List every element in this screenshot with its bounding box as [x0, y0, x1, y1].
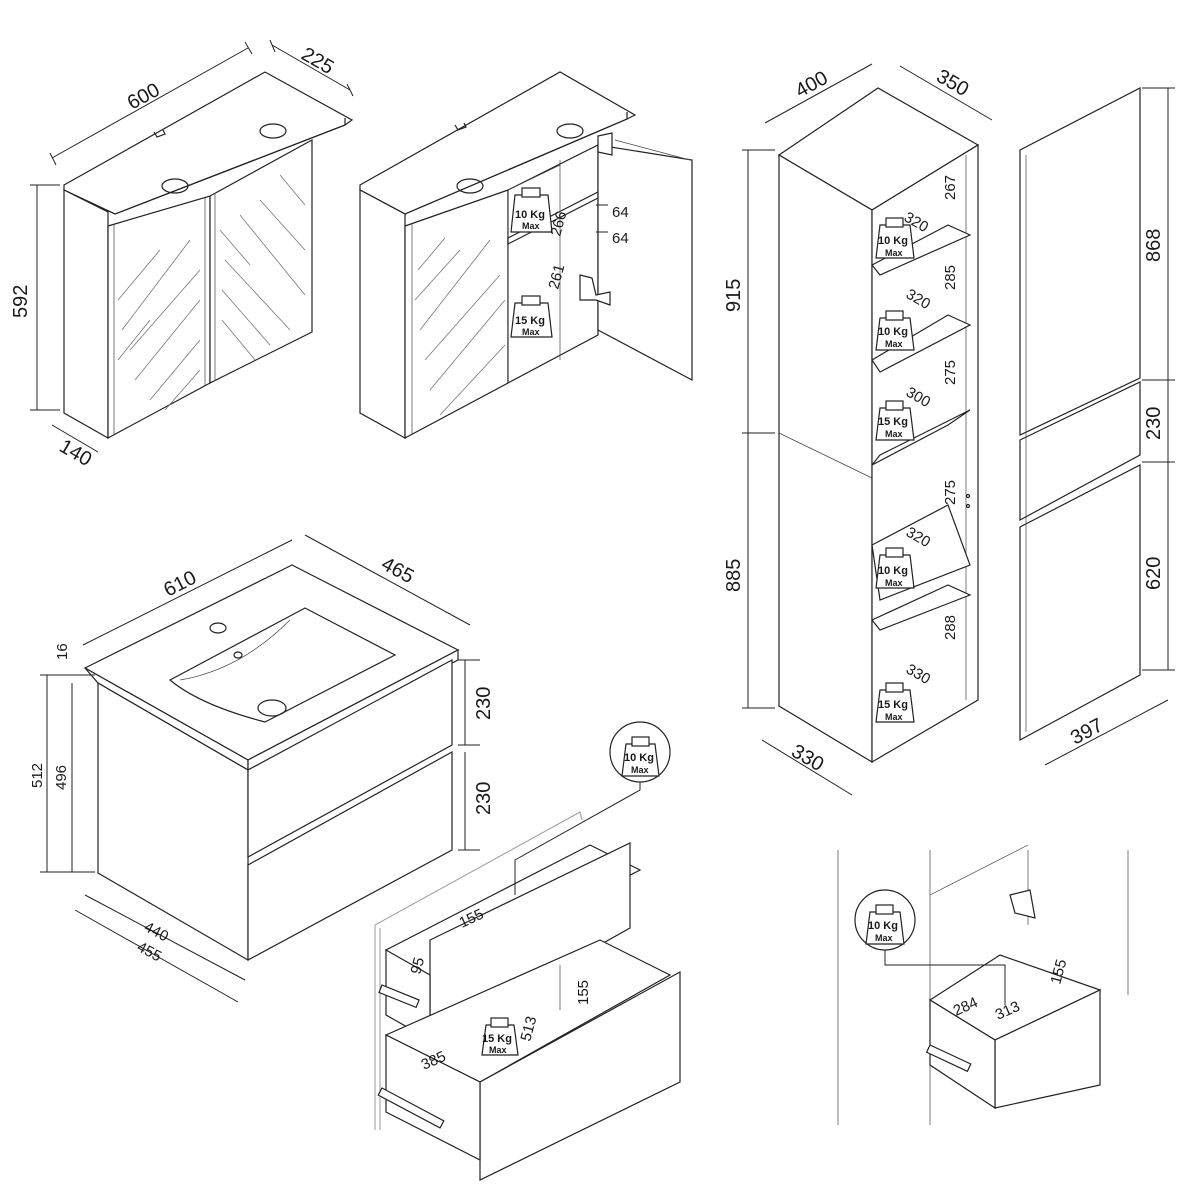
vanity-body-height-label: 496: [53, 765, 70, 790]
weight-badge-drawer-lower: 15 Kg Max: [481, 1017, 519, 1056]
open-shelf-bottom-height: 261: [545, 262, 568, 291]
tall-drawer-detail: 10 Kg Max 284 313 155: [837, 844, 1129, 1125]
tall-upper-height-label: 915: [723, 279, 745, 312]
svg-text:Max: Max: [885, 248, 903, 258]
drawer-lower-height-label: 155: [575, 980, 592, 1005]
svg-text:Max: Max: [885, 429, 903, 439]
weight-badge-drawer-callout: 10 Kg Max: [514, 721, 671, 895]
svg-text:Max: Max: [522, 221, 540, 231]
open-shelf-top-height: 266: [547, 209, 570, 238]
vanity-drawer-bottom-label: 230: [473, 782, 495, 815]
tall-cabinet-front: 868 230 620 397: [1019, 87, 1175, 766]
mirror-width-label: 600: [124, 79, 164, 114]
vanity-top-thickness-label: 16: [54, 643, 71, 660]
front-bottom-door-label: 620: [1143, 557, 1165, 590]
hinge-offset-top: 64: [612, 204, 629, 221]
tall-shelf-2-height: 285: [942, 265, 959, 290]
svg-text:Max: Max: [885, 578, 903, 588]
mirror-cabinet-closed: 600 225 592 140: [10, 39, 354, 471]
tall-shelf-5-height: 288: [942, 615, 959, 640]
mirror-depth-label: 225: [298, 43, 338, 79]
tall-bottom-depth-label: 330: [788, 740, 828, 776]
svg-text:15 Kg: 15 Kg: [515, 315, 545, 327]
tall-depth-label: 350: [933, 65, 973, 101]
svg-text:Max: Max: [885, 339, 903, 349]
tall-drawer-height-label: 155: [1047, 957, 1070, 986]
mirror-cabinet-open: 10 Kg Max 15 Kg Max 266 261 64 64: [359, 71, 693, 440]
vanity-drawer-top-label: 230: [473, 687, 495, 720]
svg-text:Max: Max: [885, 712, 903, 722]
svg-text:15 Kg: 15 Kg: [878, 416, 908, 428]
svg-text:Max: Max: [489, 1045, 507, 1055]
drawer-upper-height-label: 95: [407, 956, 428, 977]
weight-badge-tall-2: 10 Kg Max: [875, 310, 915, 351]
svg-text:10 Kg: 10 Kg: [868, 920, 898, 932]
weight-badge-tall-1: 10 Kg Max: [875, 217, 915, 259]
vanity-open-drawers: 10 Kg Max 15 Kg Max 155 95 155 513 385: [374, 721, 681, 1181]
vanity-width-label: 610: [160, 567, 200, 602]
front-width-label: 397: [1067, 714, 1107, 749]
vanity-total-height-label: 512: [29, 763, 46, 788]
weight-badge-open-bottom: 15 Kg Max: [510, 295, 553, 338]
svg-text:10 Kg: 10 Kg: [515, 209, 545, 221]
front-drawer-label: 230: [1143, 407, 1165, 440]
tall-shelf-4-height: 275: [942, 480, 959, 505]
vanity-unit: 610 465 230 230 16 512 496 440 455: [29, 534, 495, 1003]
svg-text:Max: Max: [875, 933, 893, 943]
weight-badge-tall-3: 15 Kg Max: [875, 400, 915, 441]
tall-lower-height-label: 885: [723, 559, 745, 592]
tall-shelf-3-height: 275: [942, 360, 959, 385]
svg-text:Max: Max: [631, 765, 649, 775]
mirror-height-label: 592: [10, 285, 32, 318]
tall-width-label: 400: [792, 67, 832, 102]
weight-badge-tall-5: 15 Kg Max: [875, 682, 915, 723]
tall-shelf-1-height: 267: [942, 175, 959, 200]
weight-badge-tall-drawer: 10 Kg Max: [854, 889, 1006, 1005]
svg-text:10 Kg: 10 Kg: [878, 565, 908, 577]
svg-text:15 Kg: 15 Kg: [482, 1033, 512, 1045]
drawer-lower-width-label: 513: [517, 1014, 540, 1043]
svg-text:Max: Max: [522, 327, 540, 337]
mirror-base-depth-label: 140: [56, 435, 96, 471]
vanity-depth-label: 465: [378, 553, 418, 588]
tall-cabinet: 10 Kg Max 10 Kg Max 15 Kg Max 10 Kg Max …: [723, 63, 993, 796]
front-top-door-label: 868: [1143, 229, 1165, 262]
weight-badge-tall-4: 10 Kg Max: [875, 547, 915, 589]
hinge-offset-bottom: 64: [612, 230, 629, 247]
svg-text:10 Kg: 10 Kg: [878, 235, 908, 247]
svg-text:15 Kg: 15 Kg: [878, 699, 908, 711]
weight-badge-open-top: 10 Kg Max: [510, 187, 553, 233]
svg-text:10 Kg: 10 Kg: [878, 326, 908, 338]
svg-text:10 Kg: 10 Kg: [624, 752, 654, 764]
